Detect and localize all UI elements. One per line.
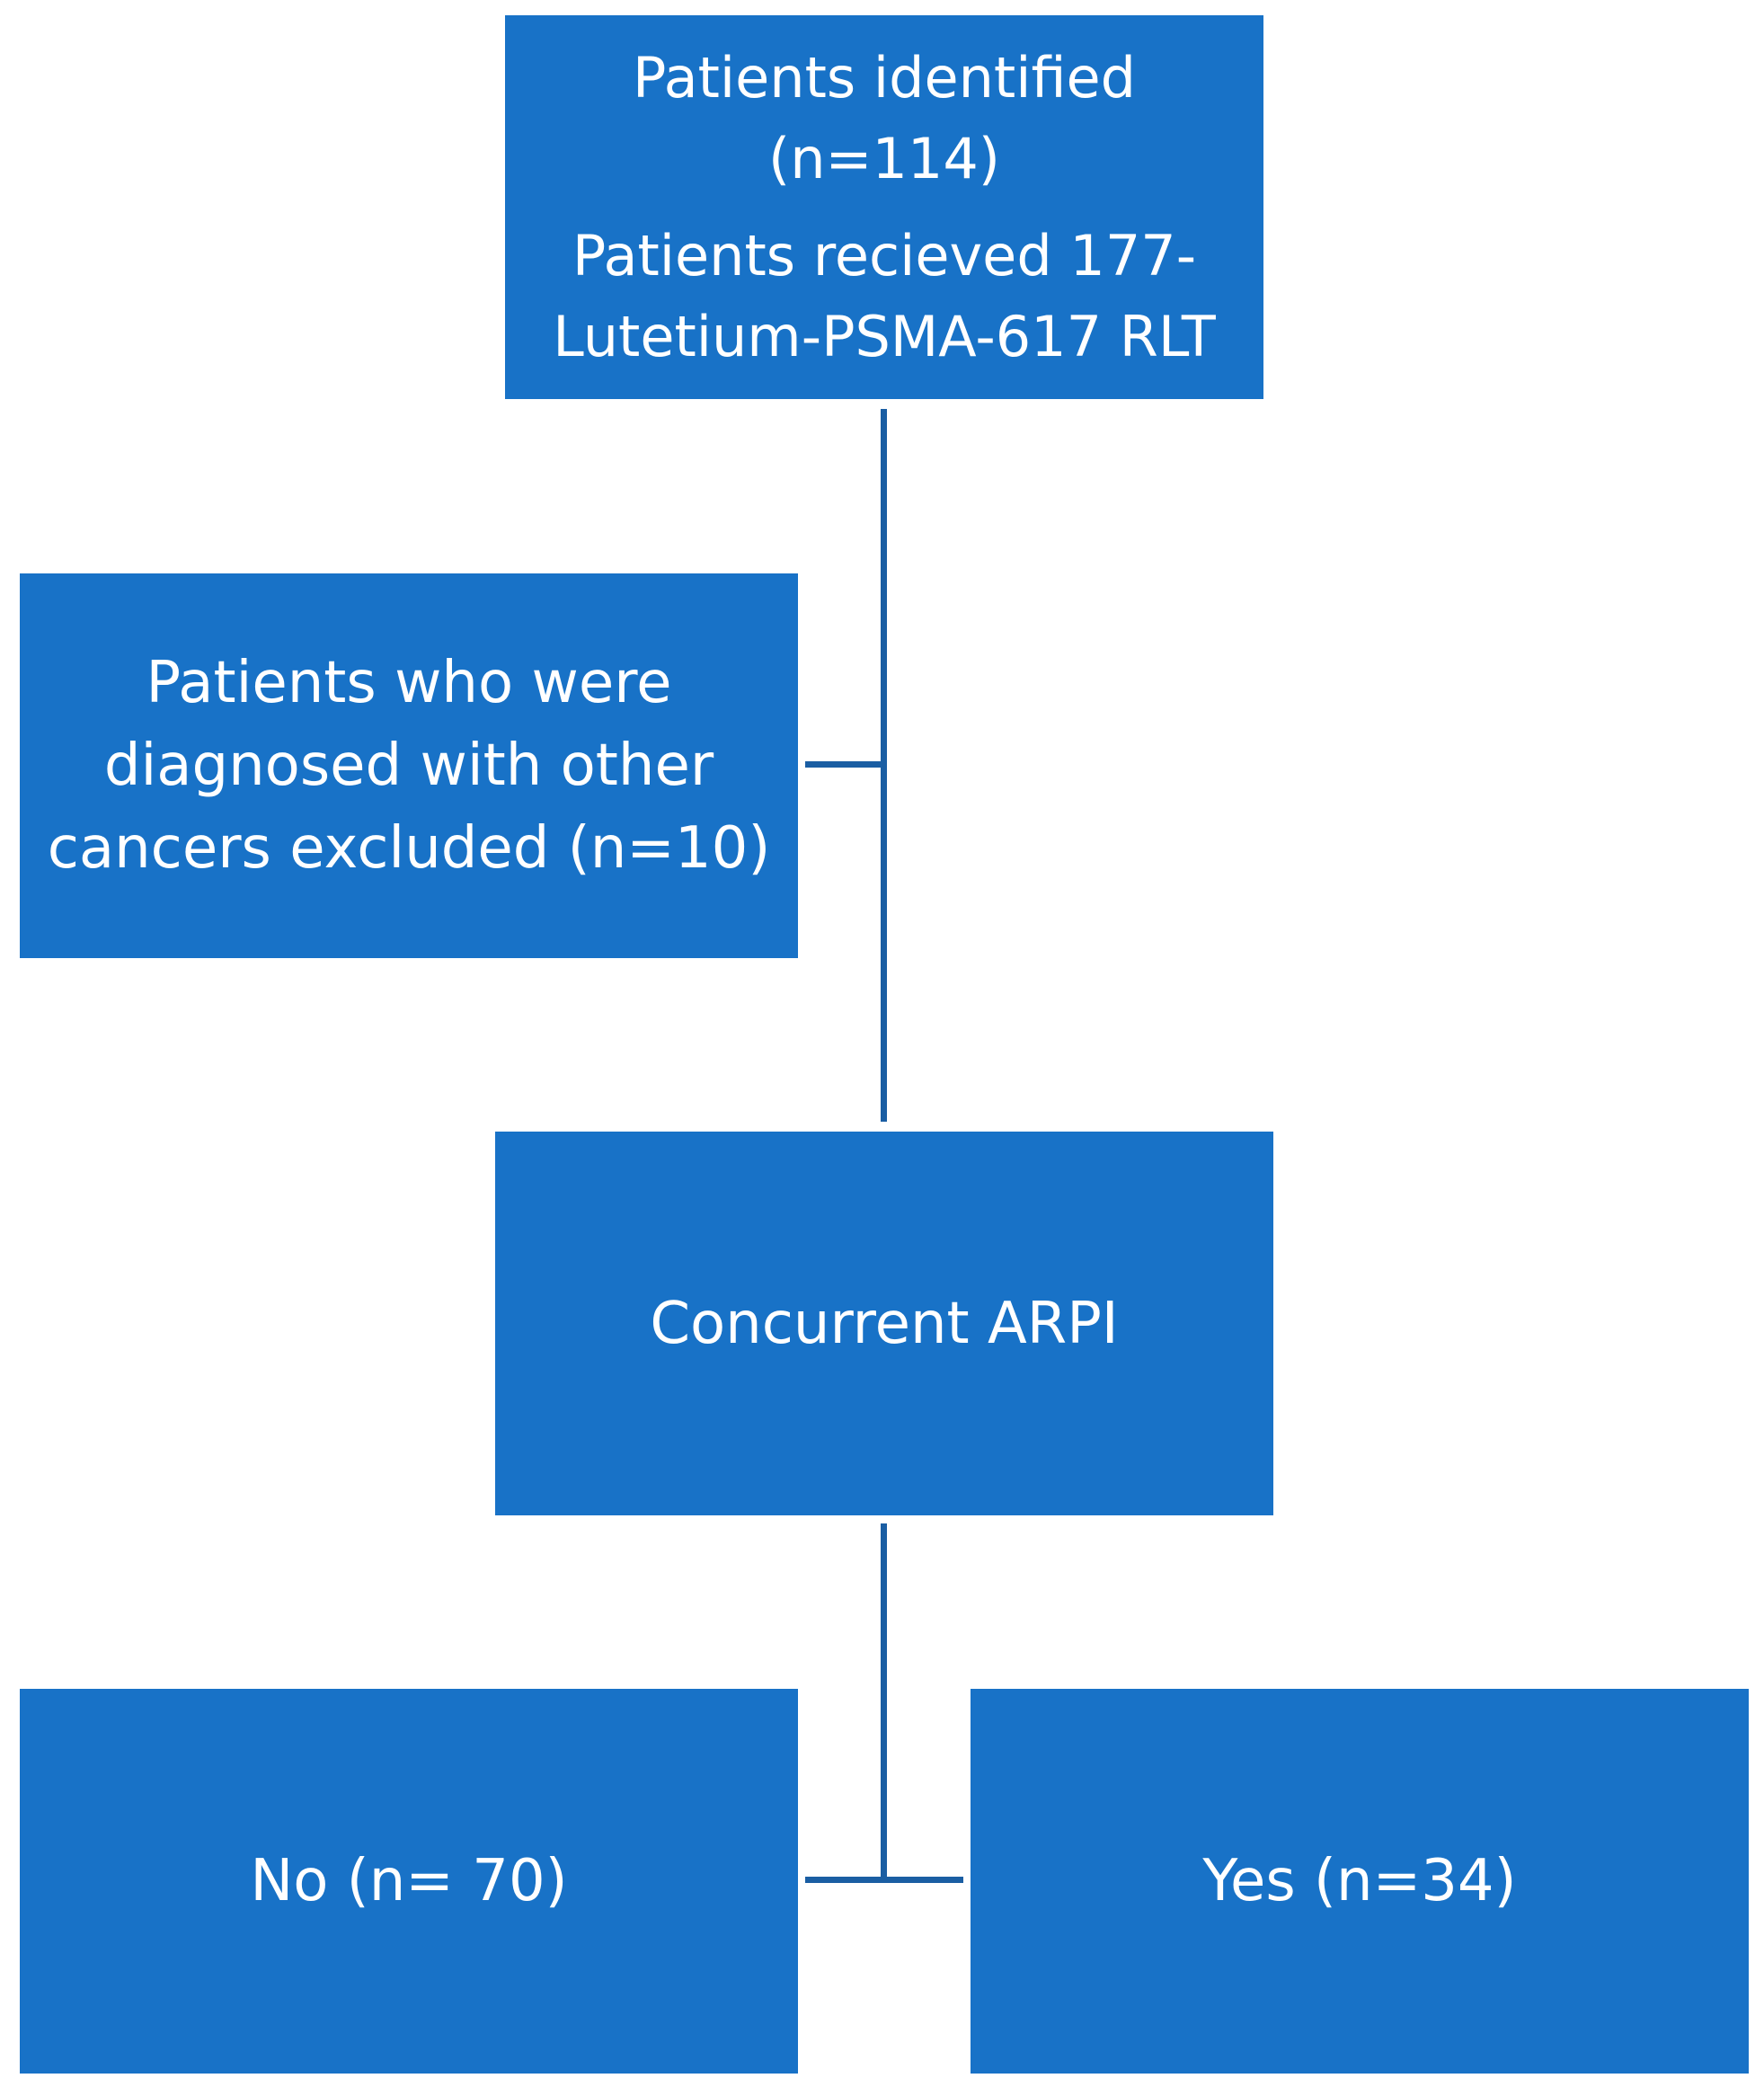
connector-no-yes	[805, 1877, 963, 1883]
no-arpi-box: No (n= 70)	[20, 1689, 798, 2074]
excluded-label-line3: cancers excluded (n=10)	[47, 815, 771, 882]
connector-main	[881, 409, 887, 1122]
connector-arpi-split	[881, 1523, 887, 1879]
yes-arpi-box: Yes (n=34)	[971, 1689, 1749, 2074]
excluded-patients-box: Patients who were diagnosed with other c…	[20, 573, 798, 958]
received-label-line1: Patients recieved 177-	[572, 222, 1197, 289]
no-label: No (n= 70)	[250, 1848, 568, 1914]
received-label-line2: Lutetium-PSMA-617 RLT	[553, 303, 1216, 369]
excluded-label-line1: Patients who were	[146, 650, 672, 716]
concurrent-arpi-box: Concurrent ARPI	[495, 1132, 1273, 1515]
identified-patients-box: Patients identified (n=114) Patients rec…	[505, 15, 1263, 399]
identified-label: Patients identified	[633, 44, 1136, 111]
arpi-label: Concurrent ARPI	[650, 1290, 1119, 1357]
excluded-label-line2: diagnosed with other	[103, 733, 714, 799]
yes-label: Yes (n=34)	[1202, 1848, 1517, 1914]
connector-exclusion	[805, 761, 881, 768]
identified-count: (n=114)	[768, 125, 1000, 191]
